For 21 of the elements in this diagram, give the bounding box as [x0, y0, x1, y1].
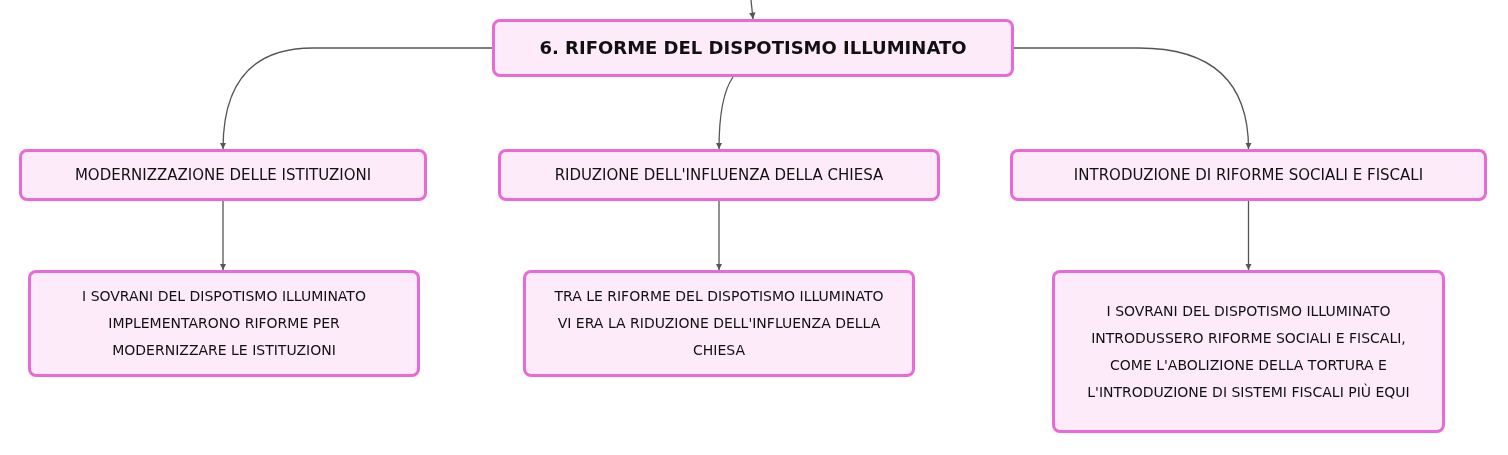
- connector-arrow: [219, 200, 227, 271]
- connector-arrow: [715, 76, 734, 150]
- title-box: [492, 19, 1014, 77]
- connector-arrow: [715, 200, 723, 271]
- topic-box: [498, 149, 940, 201]
- description-box: [28, 270, 420, 377]
- node-text: 6. RIFORME DEL DISPOTISMO ILLUMINATO: [539, 38, 967, 58]
- description-box: [1052, 270, 1445, 433]
- topic-box: [1010, 149, 1487, 201]
- node-text: I SOVRANI DEL DISPOTISMO ILLUMINATO IMPLEMENTARONO RIFORME PER MODERNIZZARE LE ISTITUZIONI: [81, 287, 367, 360]
- node-text: TRA LE RIFORME DEL DISPOTISMO ILLUMINATO VI ERA LA RIDUZIONE DELL'INFLUENZA DELLA CHIESA: [554, 287, 884, 360]
- node-text: MODERNIZZAZIONE DELLE ISTITUZIONI: [74, 165, 372, 185]
- description-box: [523, 270, 915, 377]
- connector-arrow: [1013, 47, 1252, 150]
- node-text: INTRODUZIONE DI RIFORME SOCIALI E FISCALI: [1073, 165, 1424, 185]
- node-text: RIDUZIONE DELL'INFLUENZA DELLA CHIESA: [554, 165, 884, 185]
- connector-arrow: [220, 47, 493, 150]
- connector-arrow: [749, 0, 756, 20]
- topic-box: [19, 149, 427, 201]
- connector-arrow: [1245, 200, 1252, 271]
- node-text: I SOVRANI DEL DISPOTISMO ILLUMINATO INTRODUSSERO RIFORME SOCIALI E FISCALI, COME L'ABOLIZIONE DELLA TORTURA E L'INTRODUZIONE DI SISTEMI FISCALI PIÙ EQUI: [1086, 301, 1411, 402]
